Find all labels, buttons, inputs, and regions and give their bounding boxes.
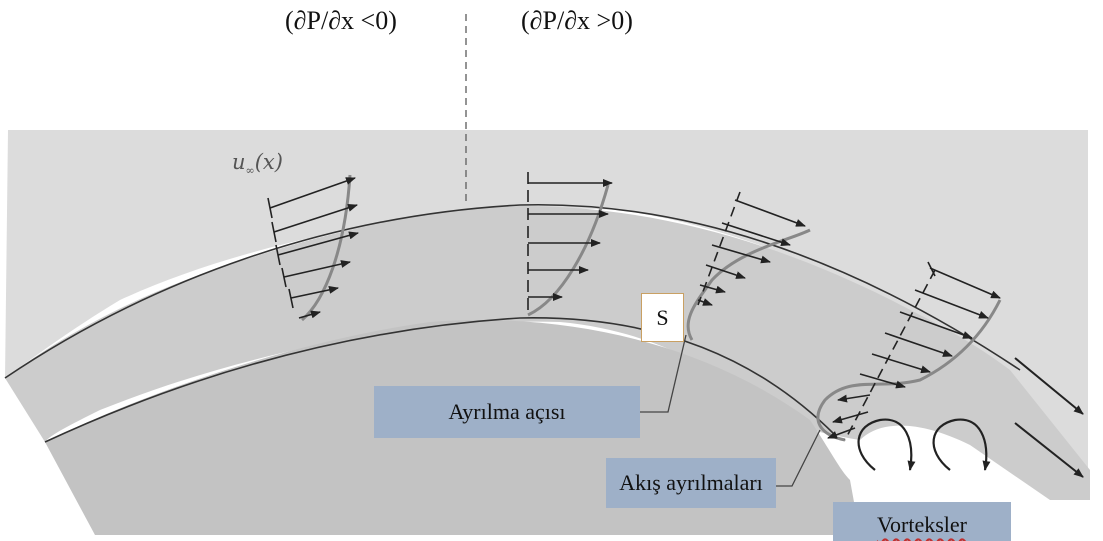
velocity-profile-2-curve [527,184,610,317]
velocity-profile-2-arrows [527,172,613,315]
velocity-profile-4-arrows [827,261,1001,441]
boundary-layer-region [5,206,1090,500]
favorable-pressure-gradient-label: (∂P/∂x <0) [285,6,397,35]
separation-point-label: S [641,293,684,342]
outer-flow-region [5,130,1088,500]
vortices-label: Vorteksler [833,502,1011,541]
vortex-2-icon [932,418,991,471]
velocity-profile-3-arrows [697,191,806,306]
body-surface-curve [44,317,836,443]
adverse-pressure-gradient-label: (∂P/∂x >0) [521,6,633,35]
free-stream-argument: (x) [254,150,283,174]
velocity-profile-1-curve [301,174,352,322]
velocity-profile-1-arrows [267,177,359,319]
velocity-profile-4-curve [816,299,1002,442]
free-stream-velocity-label: u∞(x) [232,150,283,177]
separation-angle-leader [640,334,687,413]
free-stream-subscript: ∞ [245,164,255,178]
flow-separation-leader [776,429,821,487]
flow-separation-label: Akış ayrılmaları [606,458,776,508]
vortex-1-icon [857,418,916,471]
downstream-flow-arrows [1014,357,1084,478]
free-stream-symbol: u [232,150,246,174]
vortices-label-text: Vorteksler [876,512,968,537]
separation-angle-label: Ayrılma açısı [374,386,640,438]
boundary-layer-edge-curve [4,203,1021,379]
